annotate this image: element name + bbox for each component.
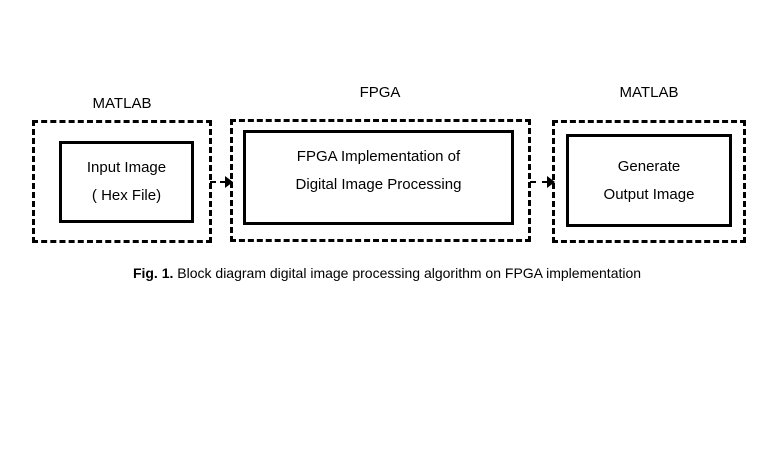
group-label-fpga: FPGA	[359, 84, 401, 101]
arrow-input-to-fpga	[210, 176, 234, 188]
group-label-matlab-output: MATLAB	[619, 84, 679, 101]
fpga-implementation-line-1: FPGA Implementation of	[296, 148, 461, 165]
generate-output-line-1: Generate	[617, 157, 681, 175]
input-image-block: Input Image ( Hex File)	[59, 141, 194, 223]
fpga-implementation-block: FPGA Implementation of Digital Image Pro…	[243, 130, 514, 225]
figure-caption-text: Block diagram digital image processing a…	[173, 265, 642, 281]
fpga-implementation-line-2: Digital Image Processing	[295, 176, 462, 193]
input-image-line-2: ( Hex File)	[91, 187, 162, 204]
generate-output-line-2: Output Image	[603, 185, 695, 203]
arrow-fpga-to-output	[530, 176, 556, 188]
input-image-line-1: Input Image	[86, 159, 167, 176]
figure-caption-prefix: Fig. 1.	[132, 265, 174, 281]
generate-output-block: Generate Output Image	[566, 134, 732, 227]
figure-caption: Fig. 1. Block diagram digital image proc…	[0, 263, 774, 283]
group-label-matlab-input: MATLAB	[92, 95, 152, 112]
